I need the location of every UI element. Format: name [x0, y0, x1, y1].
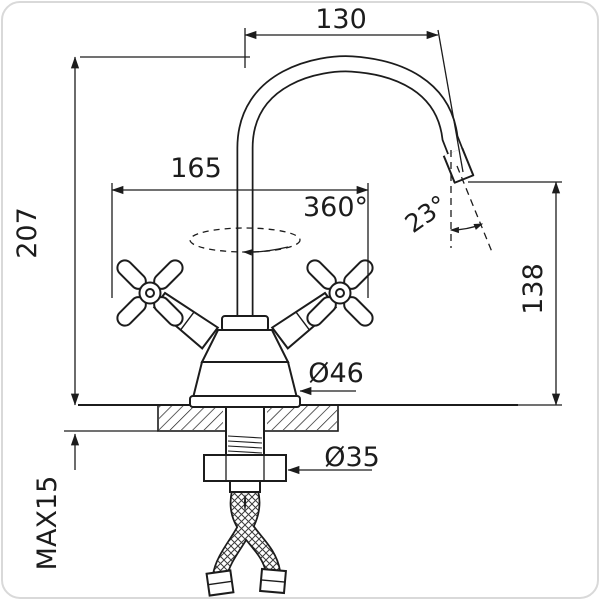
dim-handle-span	[111, 183, 369, 298]
dim-max-thickness	[64, 430, 158, 470]
supply-hose-right	[213, 490, 259, 578]
dimension-labels: 130 165 360° 23° 207 138 Ø46 Ø35 MAX15	[12, 4, 549, 570]
faucet	[113, 55, 475, 408]
deck-hatch-right	[267, 406, 337, 430]
rotation-indicator	[189, 227, 301, 256]
dim-spout-height	[468, 181, 562, 406]
hose-fitting-left	[205, 569, 235, 597]
mounting-nut	[203, 454, 287, 482]
dimensions	[64, 28, 562, 475]
swivel-rotation-label: 360°	[303, 192, 368, 223]
dim-spout-reach-label: 130	[315, 4, 367, 35]
spout-base-cap	[221, 315, 269, 332]
dim-spout-reach	[244, 28, 464, 173]
under-deck-hardware	[203, 405, 287, 597]
shank-diameter-label: Ø35	[324, 442, 380, 473]
dim-spout-height-label: 138	[518, 263, 549, 315]
body-base-flange	[189, 395, 301, 408]
body-lower	[191, 361, 299, 399]
supply-hoses	[205, 489, 287, 597]
shank-collar	[229, 480, 261, 493]
max-thickness-label: MAX15	[32, 476, 63, 571]
dim-overall-height	[70, 56, 250, 406]
spout	[236, 55, 475, 322]
hose-fitting-right	[259, 567, 287, 595]
dim-handle-span-label: 165	[170, 153, 222, 184]
threaded-shank	[225, 405, 265, 457]
dim-spout-angle	[449, 150, 493, 253]
faucet-body	[189, 315, 301, 408]
countertop-section	[78, 404, 518, 432]
rotation-arrow	[242, 246, 289, 256]
spout-outlet-edge	[453, 174, 475, 184]
supply-hose-left	[231, 490, 280, 574]
deck-hatch-left	[159, 406, 223, 430]
body-upper	[200, 329, 290, 363]
dim-overall-height-label: 207	[12, 207, 43, 259]
body-diameter-label: Ø46	[308, 358, 364, 389]
